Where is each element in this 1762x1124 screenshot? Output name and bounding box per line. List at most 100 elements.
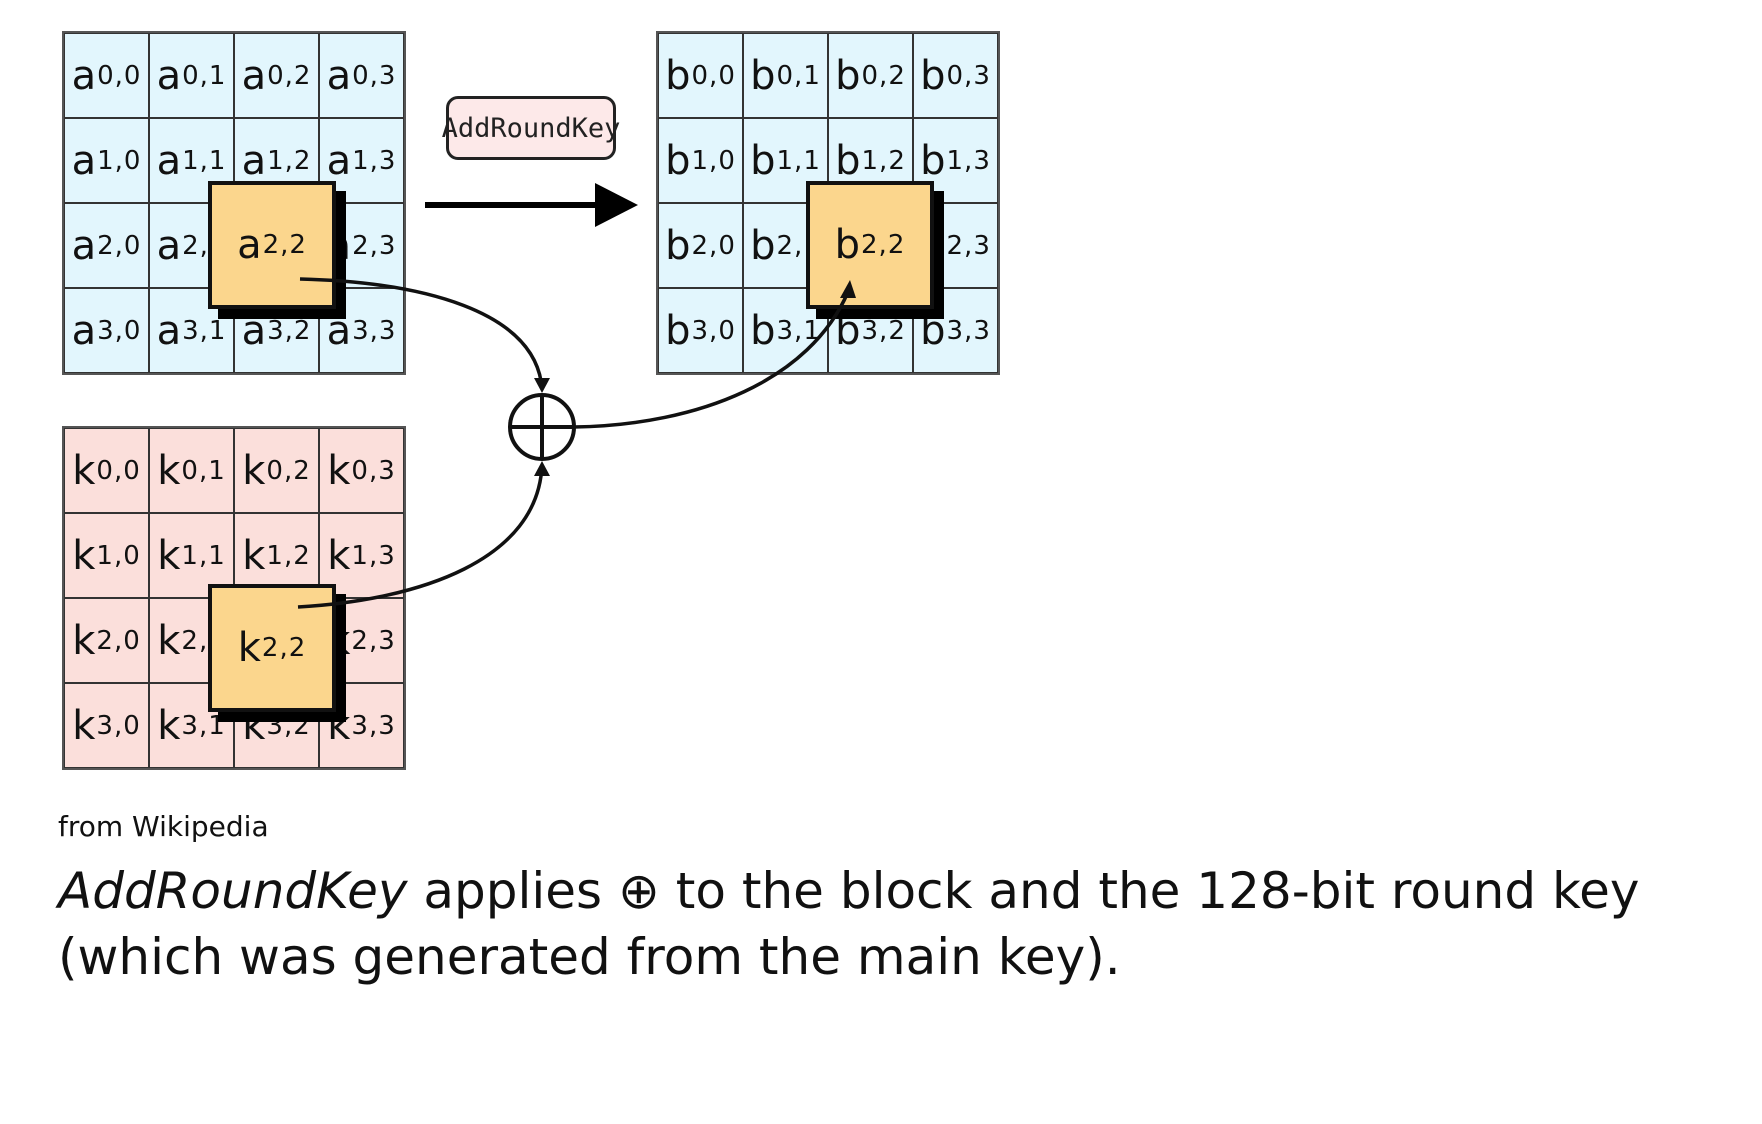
cell-index: 3,2	[266, 710, 311, 741]
cell-symbol: a	[156, 137, 182, 184]
cell-symbol: a	[156, 222, 182, 269]
cell-index: 3,2	[861, 315, 906, 346]
source-credit: from Wikipedia	[58, 810, 269, 843]
cell-symbol: k	[242, 532, 266, 579]
cell-index: 1,0	[97, 145, 142, 176]
cell-index: 3,3	[351, 710, 396, 741]
caption: AddRoundKey applies ⊕ to the block and t…	[58, 858, 1738, 990]
cell-symbol: a	[71, 307, 97, 354]
cell-index: 3,1	[182, 315, 227, 346]
cell-index: 0,2	[267, 60, 312, 91]
highlight-index: 2,2	[861, 230, 906, 260]
highlight-symbol: k	[237, 625, 261, 671]
cell-symbol: a	[156, 52, 182, 99]
cell-symbol: k	[157, 447, 181, 494]
cell-index: 0,0	[97, 60, 142, 91]
cell-symbol: k	[157, 617, 181, 664]
caption-text-1: applies	[407, 862, 618, 920]
operation-label: AddRoundKey	[441, 112, 621, 144]
highlight-index: 2,2	[261, 633, 307, 663]
cell-symbol: a	[241, 137, 267, 184]
cell-index: 0,2	[861, 60, 906, 91]
cell-symbol: b	[835, 137, 861, 184]
cell-symbol: b	[665, 222, 691, 269]
cell-index: 0,0	[96, 455, 141, 486]
cell-index: 3,0	[97, 315, 142, 346]
cell-symbol: b	[920, 52, 946, 99]
cell-index: 1,1	[181, 540, 226, 571]
cell-symbol: a	[241, 307, 267, 354]
cell-symbol: b	[750, 222, 776, 269]
cell-index: 3,3	[352, 315, 397, 346]
cell-symbol: k	[72, 447, 96, 494]
cell-symbol: b	[665, 52, 691, 99]
cell-symbol: b	[835, 307, 861, 354]
cell-symbol: a	[71, 222, 97, 269]
cell-index: 2,0	[691, 230, 736, 261]
cell-index: 3,1	[181, 710, 226, 741]
cell-symbol: b	[920, 137, 946, 184]
cell-symbol: k	[72, 532, 96, 579]
cell-index: 1,2	[861, 145, 906, 176]
operation-label-box: AddRoundKey	[442, 96, 620, 160]
cell-index: 0,3	[352, 60, 397, 91]
cell-symbol: a	[71, 52, 97, 99]
cell-index: 0,0	[691, 60, 736, 91]
cell-symbol: b	[750, 52, 776, 99]
cell-index: 1,3	[946, 145, 991, 176]
cell-symbol: k	[327, 447, 351, 494]
cell-index: 1,3	[351, 540, 396, 571]
cell-index: 3,3	[946, 315, 991, 346]
cell-index: 0,1	[181, 455, 226, 486]
highlight-symbol: a	[237, 222, 262, 268]
cell-symbol: a	[326, 307, 352, 354]
cell-symbol: b	[920, 307, 946, 354]
caption-xor-symbol: ⊕	[618, 862, 660, 920]
cell-symbol: k	[242, 447, 266, 494]
cell-symbol: a	[241, 52, 267, 99]
cell-index: 0,3	[351, 455, 396, 486]
cell-symbol: k	[157, 532, 181, 579]
xor-icon	[508, 393, 576, 461]
cell-index: 3,1	[776, 315, 821, 346]
cell-symbol: a	[326, 52, 352, 99]
cell-symbol: a	[156, 307, 182, 354]
caption-text-2: to the block and the 128-bit round key (…	[58, 862, 1640, 986]
main-arrow	[425, 183, 638, 227]
input-arrowhead	[534, 378, 550, 393]
cell-index: 0,1	[776, 60, 821, 91]
cell-index: 1,1	[776, 145, 821, 176]
cell-symbol: k	[157, 702, 181, 749]
cell-index: 3,2	[267, 315, 312, 346]
cell-symbol: k	[72, 702, 96, 749]
cell-index: 3,0	[691, 315, 736, 346]
cell-index: 1,0	[691, 145, 736, 176]
cell-index: 2,0	[97, 230, 142, 261]
cell-index: 1,2	[267, 145, 312, 176]
cell-symbol: a	[326, 137, 352, 184]
cell-index: 1,2	[266, 540, 311, 571]
cell-index: 1,0	[96, 540, 141, 571]
